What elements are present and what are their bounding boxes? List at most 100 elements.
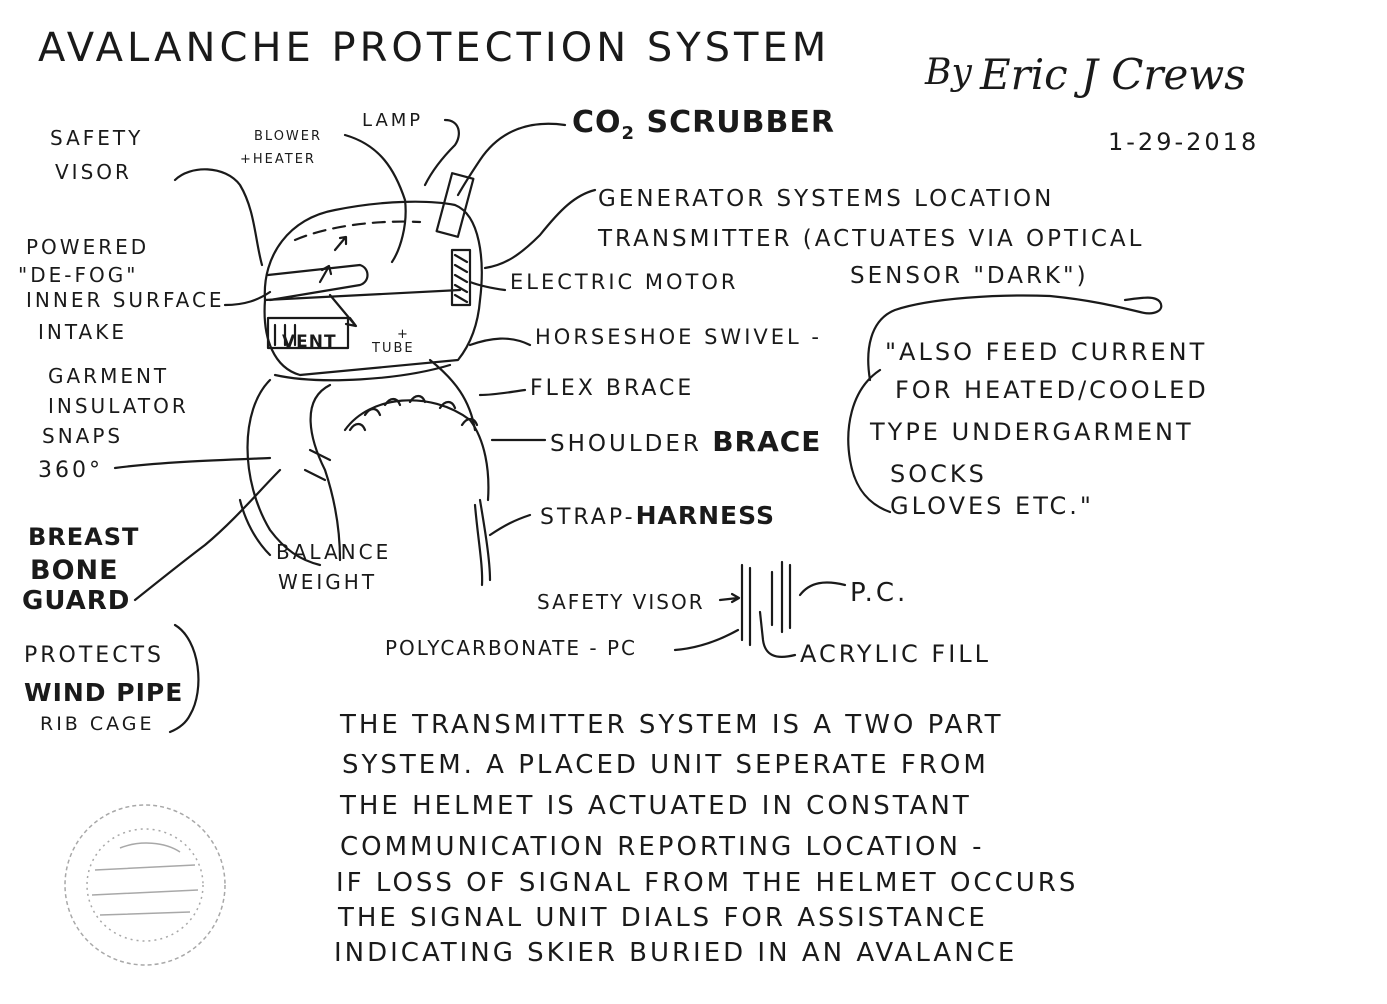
signature: Eric J Crews — [980, 50, 1246, 99]
label-defog-1: POWERED — [26, 235, 150, 259]
helmet-inner-arc — [293, 220, 422, 242]
label-vent: VENT — [282, 332, 337, 352]
protects-brace — [168, 623, 200, 734]
label-guard: GUARD — [22, 586, 131, 616]
label-garment-3: SNAPS — [42, 424, 124, 448]
vent-box — [266, 316, 350, 350]
strap-text: STRAP- — [540, 505, 636, 530]
leader-defog — [223, 290, 272, 307]
label-horseshoe-swivel: HORSESHOE SWIVEL - — [535, 325, 822, 349]
label-electric-motor: ELECTRIC MOTOR — [510, 270, 739, 294]
blower-arrow — [318, 264, 333, 284]
leader-strap — [488, 513, 532, 537]
label-defog-4: INTAKE — [38, 320, 127, 344]
feed-note-line-4: SOCKS — [890, 460, 987, 488]
label-generator-1: GENERATOR SYSTEMS LOCATION — [598, 186, 1055, 212]
label-plus: + — [397, 327, 410, 342]
balance-weight — [246, 378, 322, 567]
label-bone: BONE — [30, 555, 119, 586]
co2-subscript: 2 — [621, 123, 636, 144]
label-defog-2: "DE-FOG" — [18, 263, 139, 287]
leader-polycarbonate — [673, 628, 740, 652]
leader-horseshoe — [468, 337, 532, 347]
label-balance: BALANCE — [276, 540, 392, 564]
feed-note-line-2: FOR HEATED/COOLED — [895, 376, 1209, 404]
label-heater: +HEATER — [240, 152, 316, 167]
leader-co2 — [456, 122, 567, 197]
helmet-shell — [263, 200, 483, 377]
leader-generator-bracket — [867, 294, 1163, 382]
label-safety: SAFETY — [50, 126, 144, 150]
fog-arrow — [333, 235, 348, 252]
label-lamp: LAMP — [362, 110, 424, 131]
leader-safety-visor — [173, 168, 264, 267]
transmitter-line-1: THE TRANSMITTER SYSTEM IS A TWO PART — [340, 710, 1004, 740]
leader-blower — [343, 133, 407, 264]
strap-harness — [473, 498, 492, 587]
label-generator-2: TRANSMITTER (ACTUATES VIA OPTICAL — [598, 226, 1145, 252]
label-tube: TUBE — [372, 341, 415, 356]
detail-pc: P.C. — [850, 578, 909, 608]
feed-note-line-5: GLOVES ETC." — [890, 492, 1094, 520]
harness-text: HARNESS — [635, 501, 775, 530]
leader-safety-visor-detail — [718, 592, 741, 604]
leader-balance — [238, 498, 272, 557]
leader-flex — [478, 388, 527, 397]
vent-lines — [273, 323, 297, 347]
breast-bone-guard — [309, 383, 342, 562]
label-protects: PROTECTS — [24, 643, 164, 668]
leader-electric-motor — [468, 280, 507, 292]
label-co2-scrubber: CO2 SCRUBBER — [572, 108, 835, 143]
transmitter-line-6: THE SIGNAL UNIT DIALS FOR ASSISTANCE — [338, 903, 988, 933]
brace-text: BRACE — [712, 425, 822, 458]
electric-motor-box — [450, 248, 472, 307]
feed-note-line-3: TYPE UNDERGARMENT — [870, 418, 1194, 446]
label-blower: BLOWER — [254, 129, 323, 144]
transmitter-line-7: INDICATING SKIER BURIED IN AN AVALANCE — [334, 938, 1018, 968]
shoulder-brace-scallops — [348, 394, 479, 432]
rib-lines — [303, 448, 332, 482]
label-flex-brace: FLEX BRACE — [530, 376, 695, 401]
detail-polycarbonate: POLYCARBONATE - PC — [385, 636, 637, 660]
label-visor: VISOR — [55, 160, 132, 184]
signature-date: 1-29-2018 — [1108, 128, 1260, 156]
helmet-brim — [263, 288, 462, 302]
label-breast: BREAST — [28, 523, 140, 551]
co2-scrubber-canister — [435, 172, 475, 238]
notary-stamp — [64, 804, 226, 966]
transmitter-line-4: COMMUNICATION REPORTING LOCATION - — [340, 832, 985, 862]
leader-lamp — [423, 118, 460, 187]
feed-note-line-1: "ALSO FEED CURRENT — [885, 338, 1208, 366]
horseshoe-swivel — [273, 363, 452, 382]
transmitter-line-2: SYSTEM. A PLACED UNIT SEPERATE FROM — [342, 750, 989, 780]
co2-co: CO — [572, 105, 622, 140]
by-label: By — [925, 52, 972, 93]
visor-outline — [266, 263, 369, 302]
label-generator-3: SENSOR "DARK") — [850, 263, 1089, 289]
label-garment-1: GARMENT — [48, 364, 170, 388]
label-garment-4: 360° — [38, 458, 103, 483]
shoulder-text: SHOULDER — [550, 431, 702, 457]
motor-hatching — [453, 253, 469, 304]
label-defog-3: INNER SURFACE — [26, 288, 225, 312]
label-rib-cage: RIB CAGE — [40, 713, 155, 735]
feed-note-brace — [847, 368, 892, 514]
transmitter-line-3: THE HELMET IS ACTUATED IN CONSTANT — [340, 791, 972, 821]
leader-pc — [798, 581, 847, 597]
page-title: AVALANCHE PROTECTION SYSTEM — [38, 25, 831, 71]
transmitter-line-5: IF LOSS OF SIGNAL FROM THE HELMET OCCURS — [336, 868, 1079, 898]
leader-generator — [483, 188, 597, 270]
leader-garment — [113, 456, 272, 470]
label-wind-pipe: WIND PIPE — [24, 678, 184, 707]
label-strap-harness: STRAP-HARNESS — [540, 503, 775, 529]
co2-rest: SCRUBBER — [646, 105, 835, 140]
leader-acrylic — [758, 610, 797, 658]
label-weight: WEIGHT — [278, 570, 378, 594]
detail-acrylic-fill: ACRYLIC FILL — [800, 640, 992, 668]
tube-arrow — [328, 293, 358, 328]
flex-brace — [428, 358, 477, 432]
shoulder-brace — [343, 399, 490, 502]
label-shoulder-brace: SHOULDER BRACE — [550, 428, 821, 456]
